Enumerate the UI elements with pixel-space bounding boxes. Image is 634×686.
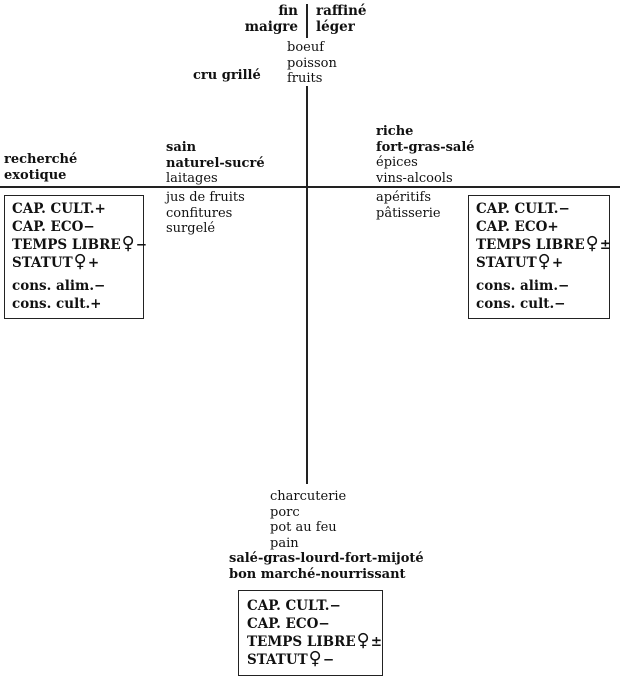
lower-center-left-foods: jus de fruits confitures surgelé	[166, 190, 245, 237]
box-left: CAP. CULT.+ CAP. ECO− TEMPS LIBRE♀− STAT…	[4, 195, 148, 319]
food-jus-de-fruits: jus de fruits	[166, 190, 245, 205]
food-laitages: laitages	[166, 171, 218, 186]
lower-right-foods: apéritifs pâtisserie	[376, 190, 441, 221]
upper-right-terms: riche fort-gras-salé épices vins-alcools	[376, 124, 475, 186]
vertical-axis	[306, 86, 308, 484]
female-icon: ♀	[308, 648, 322, 669]
box-bottom-line-statut: STATUT♀−	[247, 648, 335, 669]
food-surgele: surgelé	[166, 221, 216, 236]
food-fruits: fruits	[287, 71, 323, 86]
term-leger: léger	[316, 18, 355, 35]
food-poisson: poisson	[287, 55, 337, 71]
food-epices: épices	[376, 155, 418, 170]
top-left-terms: fin maigre	[244, 3, 298, 35]
female-icon: ♀	[73, 251, 87, 272]
box-left-line-temps-libre: TEMPS LIBRE♀−	[12, 233, 148, 254]
term-recherche: recherché	[4, 152, 78, 167]
box-bottom-line-cap-eco: CAP. ECO−	[247, 616, 330, 632]
box-right-line-statut: STATUT♀+	[476, 251, 564, 272]
box-right-line-cons-cult: cons. cult.−	[476, 296, 566, 312]
food-patisserie: pâtisserie	[376, 205, 441, 221]
box-right: CAP. CULT.− CAP. ECO+ TEMPS LIBRE♀± STAT…	[468, 195, 612, 319]
box-left-line-cap-cult: CAP. CULT.+	[12, 201, 106, 217]
term-sale-gras-lourd: salé-gras-lourd-fort-mijoté	[229, 551, 424, 566]
term-naturel-sucre: naturel-sucré	[166, 155, 265, 171]
term-raffine: raffiné	[316, 3, 367, 19]
box-right-line-cap-eco: CAP. ECO+	[476, 219, 559, 235]
box-right-line-cons-alim: cons. alim.−	[476, 278, 570, 294]
top-foods: boeuf poisson fruits	[287, 40, 337, 87]
upper-left-terms: recherché exotique	[4, 152, 77, 183]
term-sain: sain	[166, 140, 197, 155]
top-right-terms: raffiné léger	[316, 3, 367, 35]
box-bottom: CAP. CULT.− CAP. ECO− TEMPS LIBRE♀± STAT…	[238, 590, 383, 676]
term-fort-gras-sale: fort-gras-salé	[376, 139, 475, 155]
term-cru-grille: cru grillé	[193, 68, 261, 83]
box-left-line-cons-alim: cons. alim.−	[12, 278, 106, 294]
term-fin: fin	[278, 3, 298, 19]
food-charcuterie: charcuterie	[270, 489, 347, 504]
upper-center-left-terms: sain naturel-sucré laitages	[166, 140, 265, 187]
box-right-line-cap-cult: CAP. CULT.−	[476, 201, 570, 217]
term-maigre: maigre	[244, 18, 298, 35]
food-confitures: confitures	[166, 205, 233, 221]
female-icon: ♀	[121, 233, 135, 254]
food-pot-au-feu: pot au feu	[270, 520, 337, 535]
bottom-terms: salé-gras-lourd-fort-mijoté bon marché-n…	[229, 551, 424, 582]
food-pain: pain	[270, 535, 299, 551]
box-left-line-cap-eco: CAP. ECO−	[12, 219, 95, 235]
female-icon: ♀	[537, 251, 551, 272]
box-left-line-statut: STATUT♀+	[12, 251, 100, 272]
bottom-foods: charcuterie porc pot au feu pain	[270, 489, 346, 551]
box-right-line-temps-libre: TEMPS LIBRE♀±	[476, 233, 612, 254]
food-vins-alcools: vins-alcools	[376, 170, 453, 186]
top-divider	[306, 4, 308, 38]
food-aperitifs: apéritifs	[376, 190, 432, 205]
term-riche: riche	[376, 124, 414, 139]
box-bottom-line-cap-cult: CAP. CULT.−	[247, 598, 341, 614]
food-porc: porc	[270, 504, 300, 520]
box-bottom-line-temps-libre: TEMPS LIBRE♀±	[247, 630, 383, 651]
female-icon: ♀	[585, 233, 599, 254]
female-icon: ♀	[356, 630, 370, 651]
term-exotique: exotique	[4, 167, 67, 183]
horizontal-axis	[0, 186, 620, 188]
term-bon-marche: bon marché-nourrissant	[229, 566, 406, 582]
food-boeuf: boeuf	[287, 40, 325, 55]
box-left-line-cons-cult: cons. cult.+	[12, 296, 102, 312]
